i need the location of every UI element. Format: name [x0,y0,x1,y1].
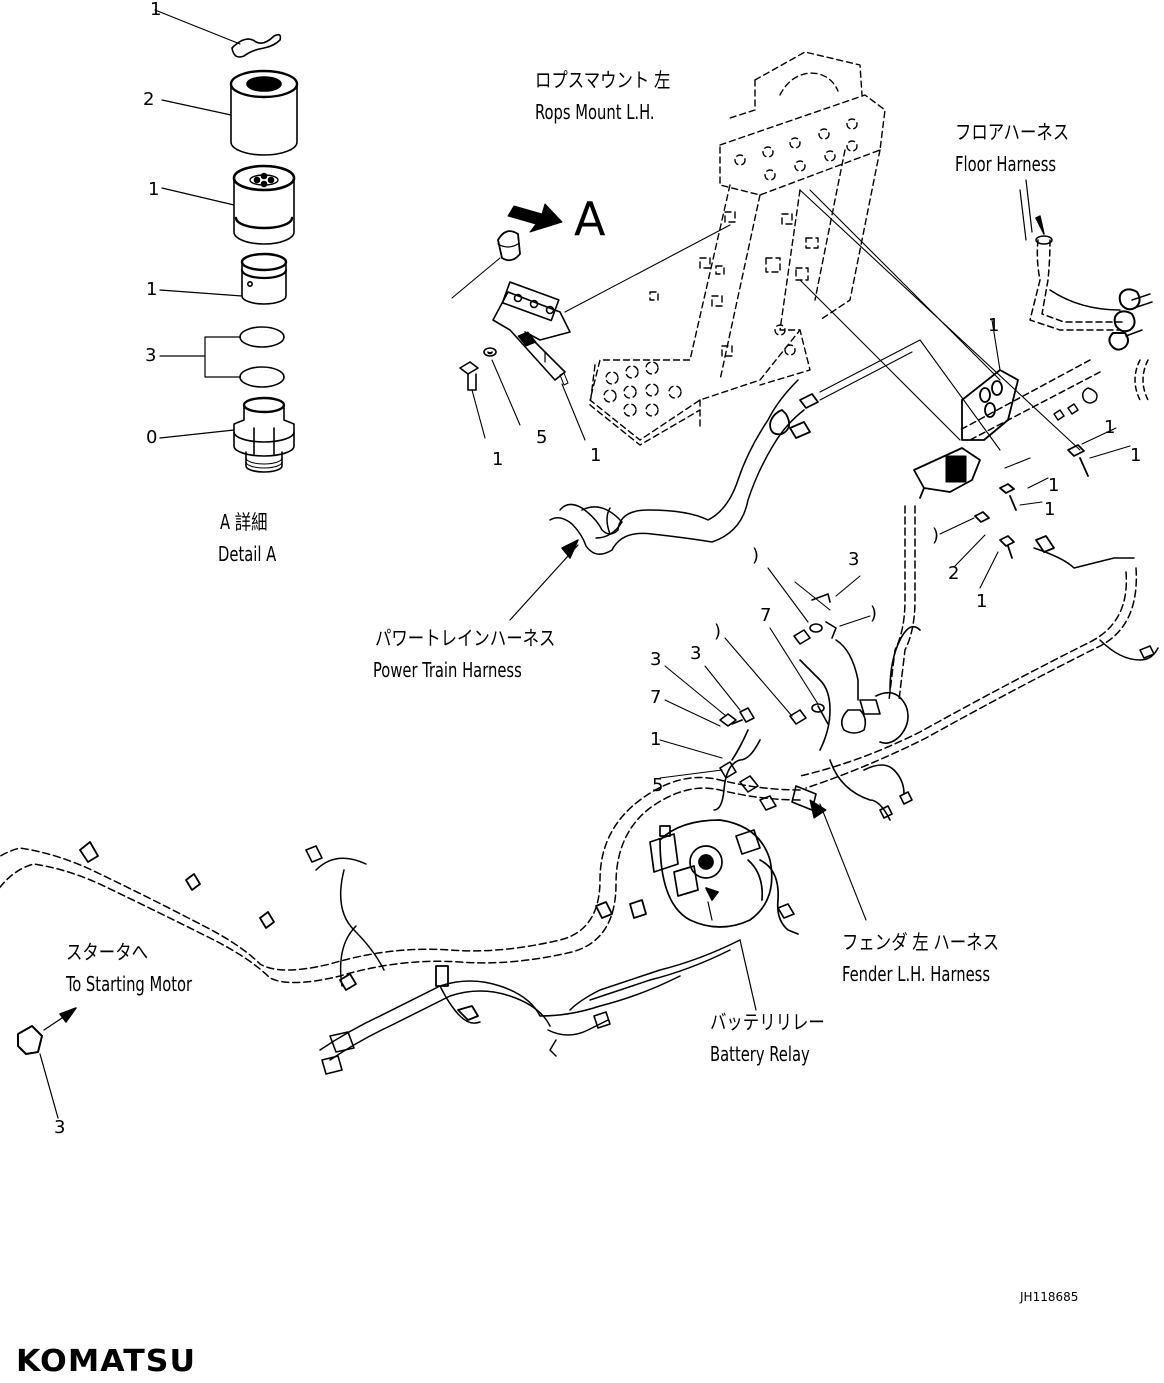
callout-center-5: ) [714,621,722,642]
callout-base-fitting: 0 [146,427,158,448]
callout-center-2: 3 [848,549,860,570]
o-ring-lower [239,366,285,388]
callout-center-10: 5 [652,775,664,796]
rops-mount-label-ja: ロプスマウント 左 [535,68,671,92]
komatsu-logo: KOMATSU [16,1344,197,1379]
power-train-harness-label-en: Power Train Harness [373,658,522,682]
drawing-number: JH118685 [1020,1290,1079,1304]
battery-relay-label-ja: バッテリリレー [710,1010,825,1034]
callout-piston: 1 [146,279,158,300]
detail-a-label-ja: A 詳細 [220,510,268,534]
battery-relay-assembly [649,819,799,1011]
callout-floor-4: 1 [1044,499,1056,520]
bracket-connector [492,224,731,386]
callout-center-8: 7 [650,687,662,708]
callout-center-9: 1 [650,729,662,750]
fender-harness-label-ja: フェンダ 左 ハーネス [842,930,999,954]
base-fitting [233,396,295,473]
harness-bracket-right [799,189,1131,589]
callout-center-6: 3 [650,649,662,670]
starting-motor-label-ja: スタータへ [66,940,148,964]
fender-harness-label-en: Fender L.H. Harness [842,962,991,986]
detail-a-label-en: Detail A [218,542,277,566]
callout-element: 1 [148,179,160,200]
starter-connector [17,1025,43,1055]
detail-a-exploded-parts [154,9,299,473]
clamp-bolt-cluster [713,593,921,821]
callout-bracket-screw: 1 [492,449,504,470]
main-harness-loom [0,535,1159,1119]
callout-center-1: ) [752,545,760,566]
callout-floor-5: 1 [988,315,1000,336]
callout-clip: 1 [150,0,162,20]
callout-clamp-a: ) [932,525,940,546]
callout-floor-3: 1 [1048,475,1060,496]
floor-harness-label-ja: フロアハーネス [955,120,1070,144]
view-a-letter: A [574,192,606,246]
battery-relay-label-en: Battery Relay [710,1042,810,1066]
callout-clamp-c: 1 [976,591,988,612]
inner-piston [240,252,288,305]
callout-center-3: ) [870,603,878,624]
callout-o-rings: 3 [145,345,157,366]
callout-floor-2: 1 [1130,445,1142,466]
rops-mount-label-en: Rops Mount L.H. [535,100,655,124]
starting-motor-label-en: To Starting Motor [66,972,193,996]
floor-harness [959,179,1153,441]
callout-floor-1: 1 [1104,417,1116,438]
bracket-fasteners [451,257,586,441]
clip-part [231,33,282,58]
callout-cap: 2 [143,89,155,110]
cap-cylinder [229,69,299,156]
rops-mount-frame [589,51,886,446]
view-arrow-a [507,203,563,233]
callout-clamp-b: 2 [948,563,960,584]
leader-lines-center [659,567,871,921]
o-ring-upper [239,326,285,348]
callout-bracket-washer: 5 [536,427,548,448]
callout-center-7: 3 [690,643,702,664]
power-train-harness-label-ja: パワートレインハーネス [375,626,556,650]
callout-starter: 3 [54,1117,66,1138]
callout-bracket-nut: 1 [590,445,602,466]
filter-element [232,164,296,245]
power-train-harness [509,339,1001,701]
callout-center-4: 7 [760,605,772,626]
floor-harness-label-en: Floor Harness [955,152,1057,176]
